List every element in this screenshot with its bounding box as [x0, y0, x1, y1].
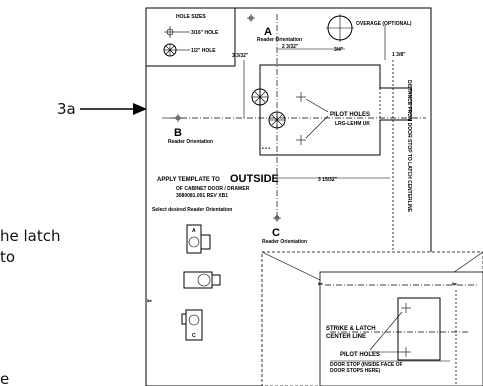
svg-text:A: A: [192, 228, 196, 234]
inset-pilot-top: [401, 303, 411, 313]
point-a-label: A: [264, 26, 272, 38]
small-hole-icon: [164, 26, 176, 38]
large-hole-top: [251, 88, 269, 106]
inset-scissors-icon-2: ✂: [452, 282, 457, 288]
pilot-hole-top: [296, 92, 306, 102]
latch-cutout: [259, 64, 412, 156]
pilot-holes-label: PILOT HOLES: [330, 112, 370, 118]
scissors-icon: ✂: [147, 299, 152, 305]
vertical-note: DISTANCE FROM DOOR STOP TO LATCH CENTERL…: [406, 80, 412, 213]
inset-center-line: CENTER LINE: [326, 334, 366, 340]
dim-1-3-8: 1 3/8": [392, 52, 406, 58]
dim-3-15-32: 3 15/32": [318, 177, 338, 183]
point-b: B Reader Orientation: [168, 114, 213, 145]
inset-door-stop-2: DOOR STOPS HERE): [330, 368, 381, 374]
cutout-small-label: • • •: [262, 146, 270, 152]
pilot-hole-bottom: [296, 135, 306, 145]
inset-door-stop-1: DOOR STOP (INSIDE FACE OF: [330, 362, 403, 368]
inset-scissors-icon: ✂: [318, 282, 323, 288]
overage-circle: OVERAGE (OPTIONAL): [326, 14, 412, 42]
inset-strike-latch: STRIKE & LATCH: [326, 326, 376, 332]
reader-icon-c: C: [181, 309, 203, 341]
dim-3-3-32: 3 3/32": [232, 53, 249, 59]
apply-line-1: APPLY TEMPLATE TO: [157, 177, 220, 183]
callout-label: 3a: [57, 100, 76, 118]
side-text-fragment-3: e: [0, 370, 9, 386]
select-orientation: Select desired Reader Orientation: [152, 207, 232, 213]
large-hole-icon: [163, 43, 177, 57]
inset-pilot-bottom: [401, 347, 411, 357]
point-a-orientation: Reader Orientation: [257, 37, 302, 43]
hole-sizes-box: HOLE SIZES 3/16" HOLE 1/2" HOLE: [145, 7, 236, 67]
reader-icon-b: [183, 271, 221, 289]
dim-2-3-32: 2 3/32": [282, 44, 299, 50]
overage-label: OVERAGE (OPTIONAL): [356, 21, 412, 27]
point-a: A Reader Orientation: [247, 14, 302, 43]
small-hole-label: 3/16" HOLE: [191, 30, 219, 36]
point-c: C Reader Orientation: [262, 214, 307, 245]
apply-outside: OUTSIDE: [230, 173, 279, 185]
apply-line-2: OF CABINET DOOR / DRAWER: [176, 186, 250, 192]
large-hole-bottom: [268, 111, 286, 129]
side-text-fragment-2: to: [0, 248, 15, 266]
inset-pilot-holes: PILOT HOLES: [340, 352, 380, 358]
apply-instructions: APPLY TEMPLATE TO OUTSIDE OF CABINET DOO…: [152, 173, 279, 213]
part-number: 3080081.001 REV XB1: [176, 193, 228, 199]
point-c-label: C: [272, 227, 280, 239]
inset-detail: ✂ ✂ STRIKE & LATCH CENTER LINE PILOT HOL…: [261, 251, 483, 386]
reader-icon-a: A: [186, 224, 211, 254]
point-b-label: B: [174, 127, 182, 139]
dim-3-4: 3/4": [334, 47, 344, 53]
point-c-orientation: Reader Orientation: [262, 239, 307, 245]
lrg-label: LRG-LEHM UK: [335, 121, 370, 127]
svg-text:C: C: [192, 333, 196, 339]
large-hole-label: 1/2" HOLE: [191, 48, 216, 54]
hole-sizes-title: HOLE SIZES: [176, 14, 206, 20]
point-b-orientation: Reader Orientation: [168, 139, 213, 145]
callout-arrow: [80, 103, 147, 115]
side-text-fragment-1: he latch: [0, 227, 61, 245]
